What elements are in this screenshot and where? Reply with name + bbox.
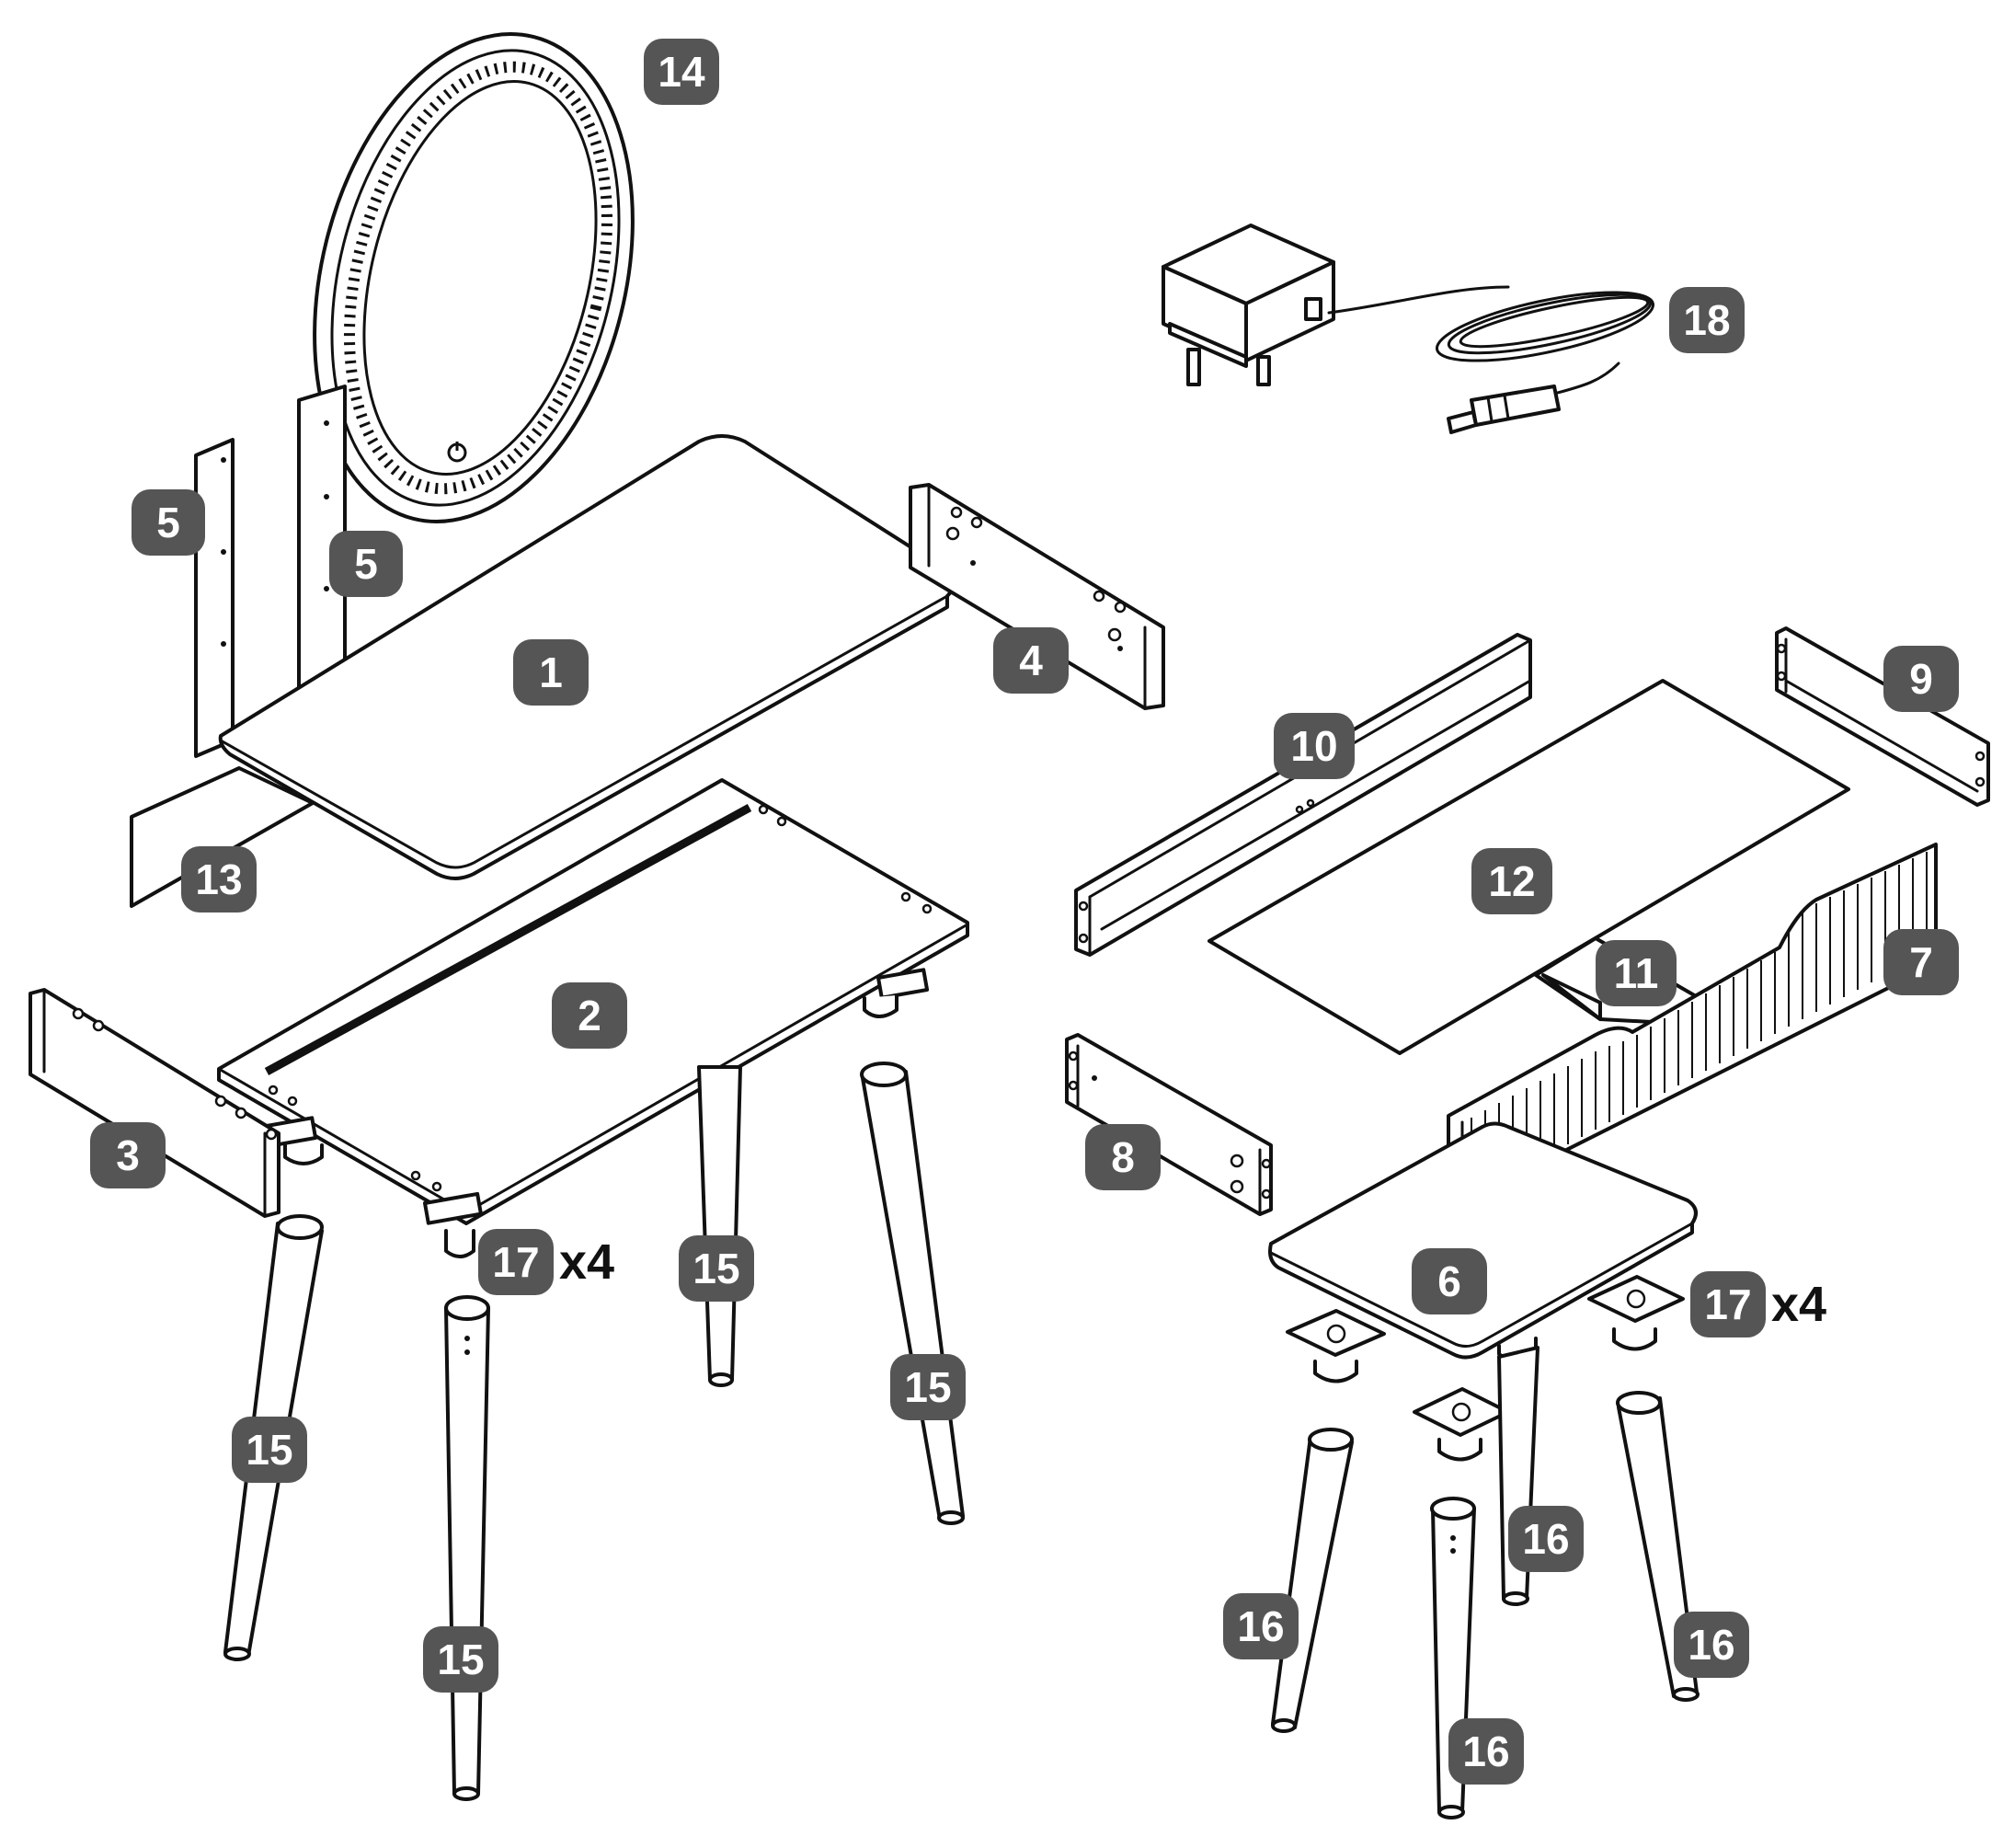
svg-text:16: 16 <box>1237 1602 1284 1650</box>
power-cable <box>1327 285 1655 434</box>
svg-text:15: 15 <box>692 1245 739 1292</box>
svg-text:13: 13 <box>195 855 242 903</box>
badge-part-12: 12 <box>1471 848 1552 914</box>
badge-part-16-back: 16 <box>1508 1506 1584 1572</box>
svg-text:6: 6 <box>1437 1257 1461 1305</box>
svg-text:15: 15 <box>437 1636 484 1683</box>
svg-text:7: 7 <box>1909 938 1933 986</box>
vanity-leg-back-right <box>860 1062 965 1525</box>
badge-part-18: 18 <box>1669 287 1745 353</box>
badge-part-7: 7 <box>1883 929 1959 995</box>
badge-part-2: 2 <box>552 982 627 1049</box>
badge-part-15-front-left: 15 <box>232 1417 307 1483</box>
badge-part-8: 8 <box>1085 1124 1161 1190</box>
svg-text:16: 16 <box>1522 1515 1569 1563</box>
svg-text:17: 17 <box>1704 1280 1751 1328</box>
vanity-leg-front <box>444 1295 490 1801</box>
svg-text:2: 2 <box>578 992 601 1039</box>
svg-text:16: 16 <box>1688 1621 1734 1669</box>
badge-part-10: 10 <box>1274 713 1355 779</box>
svg-text:15: 15 <box>246 1426 292 1474</box>
led-round-mirror <box>313 31 635 524</box>
badge-part-16-front: 16 <box>1448 1718 1524 1785</box>
right-side-panel <box>909 483 1165 710</box>
svg-text:18: 18 <box>1683 296 1730 344</box>
badge-part-14: 14 <box>644 39 719 105</box>
quantity-part-17-stool: x4 <box>1771 1277 1826 1332</box>
vanity-leg-back <box>697 1065 742 1387</box>
badge-part-5-left: 5 <box>132 489 205 556</box>
badge-part-15-front: 15 <box>423 1626 498 1693</box>
svg-text:15: 15 <box>904 1363 951 1411</box>
stool-long-rail <box>1074 633 1532 957</box>
badge-part-17-stool: 17 <box>1690 1271 1766 1337</box>
badge-part-5-right: 5 <box>329 531 403 597</box>
mirror-post-left <box>194 438 235 758</box>
stool-leg-left <box>1271 1428 1354 1733</box>
badge-part-16-right: 16 <box>1674 1612 1749 1678</box>
svg-text:4: 4 <box>1019 637 1043 684</box>
svg-text:11: 11 <box>1614 949 1659 997</box>
svg-text:16: 16 <box>1462 1727 1509 1775</box>
svg-text:9: 9 <box>1909 655 1933 703</box>
badge-part-15-back: 15 <box>679 1235 754 1302</box>
badge-part-3: 3 <box>90 1122 166 1188</box>
stool-leg-mounting-plates <box>1286 1275 1685 1462</box>
badge-part-9: 9 <box>1883 646 1959 712</box>
badge-part-13: 13 <box>181 846 257 913</box>
badge-part-16-left: 16 <box>1223 1593 1299 1659</box>
power-button-icon <box>447 442 467 463</box>
badge-part-11: 11 <box>1596 940 1677 1006</box>
badge-part-6: 6 <box>1412 1248 1487 1314</box>
svg-text:5: 5 <box>354 540 378 588</box>
svg-text:3: 3 <box>116 1131 140 1179</box>
power-adapter <box>1162 224 1335 386</box>
stool-short-rail <box>1775 626 1990 807</box>
badge-part-1: 1 <box>513 639 589 706</box>
stool-seat <box>1268 1121 1698 1360</box>
svg-text:17: 17 <box>492 1238 539 1286</box>
svg-text:8: 8 <box>1111 1133 1135 1181</box>
svg-text:14: 14 <box>658 48 705 96</box>
quantity-part-17-vanity: x4 <box>559 1234 614 1290</box>
badge-part-4: 4 <box>993 627 1069 694</box>
svg-text:5: 5 <box>156 499 180 546</box>
svg-text:1: 1 <box>539 649 563 696</box>
left-side-panel <box>29 988 280 1218</box>
svg-text:10: 10 <box>1290 722 1337 770</box>
badge-part-15-back-right: 15 <box>890 1354 966 1420</box>
svg-text:12: 12 <box>1488 857 1535 905</box>
badge-part-17-vanity: 17 <box>478 1229 554 1295</box>
stool-side-rail <box>1065 1033 1273 1216</box>
